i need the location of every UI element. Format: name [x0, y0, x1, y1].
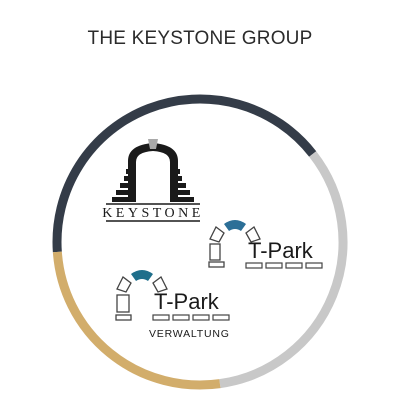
ring-segment-dark — [52, 94, 317, 253]
brand-ring-graphic — [52, 94, 348, 390]
tpark-logo-text: T-Park — [248, 238, 314, 263]
tpark-arch-icon: T-Park — [208, 220, 323, 269]
tpark-verwaltung-arch-icon: T-Park VERWALTUNG — [115, 270, 230, 340]
tpark-verwaltung-logo[interactable]: T-Park VERWALTUNG — [113, 265, 238, 345]
ring-segment-gold — [52, 251, 221, 390]
tpark-verwaltung-subtitle: VERWALTUNG — [149, 328, 230, 340]
keystone-logo-text: KEYSTONE — [102, 206, 204, 221]
brand-ring — [50, 92, 350, 392]
keystone-logo[interactable]: KEYSTONE — [102, 137, 204, 225]
ring-segment-grey — [219, 151, 348, 389]
keystone-arch-icon: KEYSTONE — [102, 139, 204, 222]
page-title: THE KEYSTONE GROUP — [87, 28, 313, 49]
tpark-logo[interactable]: T-Park — [206, 214, 328, 274]
tpark-verwaltung-logo-text: T-Park — [154, 289, 220, 314]
